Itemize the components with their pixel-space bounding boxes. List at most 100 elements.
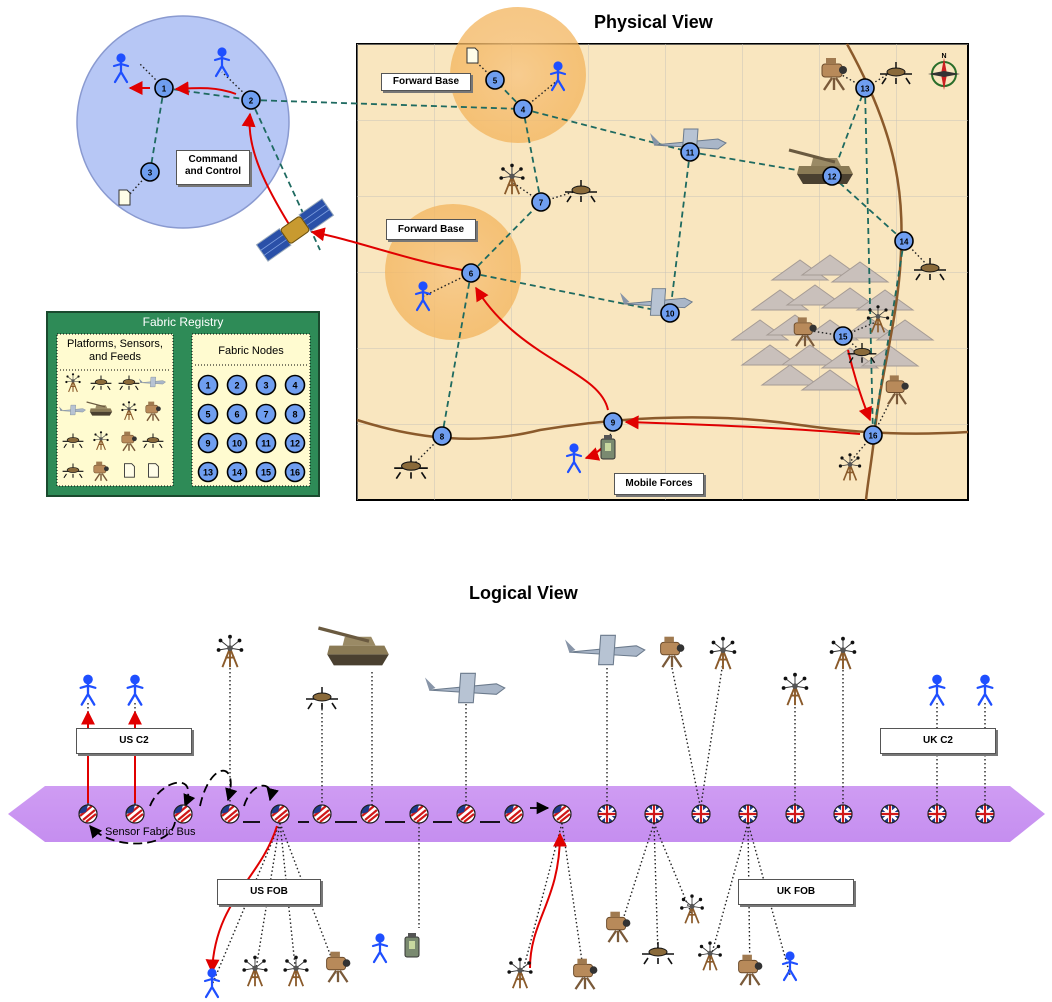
person-icon [549,61,567,92]
command-control-line2: and Control [184,166,242,177]
registry-node-4: 4 [284,374,306,396]
uav-icon [565,634,646,666]
uk-bus-node-17 [833,804,853,824]
ground-sensor-icon [118,375,140,391]
node-12: 12 [822,166,842,186]
tripod-sensor-icon [65,373,81,393]
logical-view-title: Logical View [469,583,578,603]
camera-sensor-icon [93,461,109,482]
registry-node-2: 2 [226,374,248,396]
us-bus-node-1 [78,804,98,824]
person-icon [79,674,97,706]
sensor-fabric-bus-label: Sensor Fabric Bus [105,826,196,838]
svg-text:6: 6 [234,410,239,420]
node-3: 3 [140,162,160,182]
registry-node-14: 14 [226,461,248,483]
us-bus-node-5 [270,804,290,824]
link-6-7 [470,201,542,274]
uk-bus-node-14 [691,804,711,824]
arrow-6-to-satellite [310,227,463,271]
camera-sensor-icon [660,636,685,668]
tripod-sensor-icon [709,636,737,670]
dashed-loop-arrow [243,784,279,807]
tripod-sensor-icon [866,305,890,333]
us-c2-label: US C2 [76,728,192,754]
camera-sensor-icon [793,317,817,347]
link-1-3 [149,87,165,173]
svg-text:1: 1 [162,85,167,94]
dashed-loop-arrow [89,821,176,845]
registry-node-6: 6 [226,403,248,425]
data-flow-arrows [128,81,872,461]
node-13: 13 [855,78,875,98]
tripod-sensor-icon [680,894,704,924]
tank-icon [86,401,113,416]
svg-text:15: 15 [261,468,271,478]
us-bus-node-10 [504,804,524,824]
camera-sensor-icon [821,58,847,91]
road-east [845,43,903,501]
mountain-shape [800,369,860,391]
svg-text:5: 5 [205,410,210,420]
association-link [540,189,581,203]
registry-node-5: 5 [197,403,219,425]
compass-icon [928,58,960,90]
association-link [671,667,701,806]
camera-sensor-icon [121,431,137,452]
svg-text:11: 11 [686,149,695,158]
registry-node-7: 7 [255,403,277,425]
ground-sensor-icon [62,433,84,449]
svg-text:7: 7 [263,410,268,420]
uk-fob-label: UK FOB [738,879,854,905]
link-11-10 [669,151,691,314]
arrow-satellite-to-2 [241,112,291,227]
registry-title: Fabric Registry [142,315,224,329]
camera-sensor-icon [885,375,909,405]
uav-icon [139,376,166,388]
ground-sensor-icon [565,180,597,203]
uav-icon [425,672,506,704]
us-fob-label: US FOB [217,879,321,905]
svg-text:2: 2 [234,381,239,391]
tripod-sensor-icon [121,401,137,421]
node-11: 11 [680,142,700,162]
svg-text:8: 8 [440,433,445,442]
logical-icons [79,626,994,999]
svg-text:9: 9 [611,419,616,428]
mountain-shape [740,344,800,366]
ground-sensor-icon [880,62,912,85]
registry-node-15: 15 [255,461,277,483]
uk-c2-label: UK C2 [880,728,996,754]
node-15: 15 [833,326,853,346]
svg-text:11: 11 [261,439,271,449]
arrow-2-to-1 [174,81,237,96]
mountain-shape [860,345,920,367]
svg-text:9: 9 [205,439,210,449]
link-12-14 [831,175,905,242]
svg-text:7: 7 [539,199,544,208]
satellite-icon [255,198,335,262]
person-icon [414,281,432,312]
link-7-4 [522,108,542,203]
svg-text:14: 14 [232,468,242,478]
mountain-shape [760,364,820,386]
svg-text:1: 1 [205,381,210,391]
person-icon [976,674,994,706]
association-link [561,822,586,983]
node-10: 10 [660,303,680,323]
svg-text:4: 4 [521,106,526,115]
svg-text:5: 5 [493,77,498,86]
ground-sensor-icon [90,375,112,391]
person-icon [565,443,583,474]
svg-text:6: 6 [469,270,474,279]
svg-text:3: 3 [148,169,153,178]
mountain-shape [800,254,860,276]
link-13-16 [864,87,874,436]
registry-platform-icons [59,373,166,482]
document-icon [148,463,159,478]
registry-node-8: 8 [284,403,306,425]
